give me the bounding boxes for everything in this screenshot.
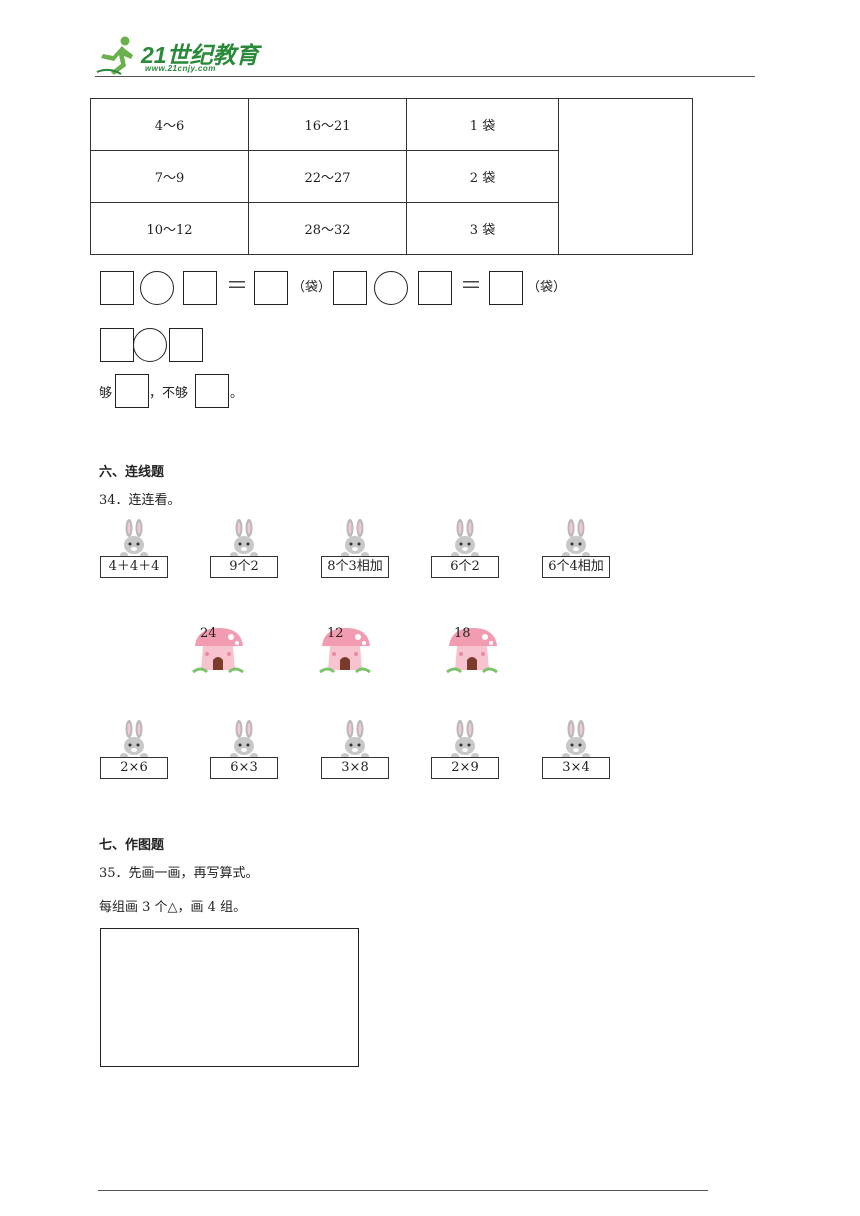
table-cell: 4～6: [90, 98, 249, 151]
expression-card: 2×9: [431, 757, 499, 779]
answer-box[interactable]: [183, 271, 217, 305]
header-divider: [95, 76, 755, 77]
table-cell: 22～27: [248, 150, 407, 203]
bunny-icon: [451, 720, 479, 759]
table-blank-cell: [558, 98, 693, 255]
mushroom-number: 18: [454, 626, 471, 641]
answer-box[interactable]: [333, 271, 367, 305]
expression-card: 6×3: [210, 757, 278, 779]
section-7-title: 七、作图题: [99, 838, 165, 853]
bunny-icon: [341, 720, 369, 759]
expression-card: 3×8: [321, 757, 389, 779]
site-logo: 21世纪教育 www.21cnjy.com: [95, 34, 265, 78]
drawing-instruction: 每组画 3 个△，画 4 组。: [99, 900, 247, 915]
drawing-area[interactable]: [100, 928, 359, 1067]
footer-divider: [98, 1190, 708, 1191]
table-cell: 2 袋: [406, 150, 559, 203]
section-6-title: 六、连线题: [99, 465, 165, 480]
equals-sign: ＝: [226, 274, 249, 299]
bunny-card[interactable]: 2×9: [431, 720, 499, 782]
table-row: 7～9 22～27 2 袋: [90, 150, 693, 203]
table-cell: 1 袋: [406, 98, 559, 151]
bunny-card[interactable]: 3×8: [321, 720, 389, 782]
bunny-card[interactable]: 6个4相加: [542, 519, 610, 581]
brand-name: 21世纪教育: [141, 42, 259, 68]
table-row: 4～6 16～21 1 袋: [90, 98, 693, 255]
runner-logo-icon: [96, 36, 133, 75]
mushroom-house-icon: [319, 628, 371, 674]
answer-box[interactable]: [418, 271, 452, 305]
expression-card: 6个2: [431, 556, 499, 578]
answer-box[interactable]: [100, 271, 134, 305]
mushroom-house[interactable]: 24: [191, 624, 245, 676]
operator-circle[interactable]: [133, 328, 167, 362]
bunny-icon: [562, 720, 590, 759]
table-cell: 7～9: [90, 150, 249, 203]
equals-sign: ＝: [460, 274, 483, 299]
bunny-card[interactable]: 9个2: [210, 519, 278, 581]
enough-label: 够: [99, 386, 113, 401]
unit-label: （袋）: [292, 280, 332, 295]
answer-box[interactable]: [195, 374, 229, 408]
not-enough-label: ，不够: [149, 386, 189, 401]
bunny-card[interactable]: 6个2: [431, 519, 499, 581]
answer-box[interactable]: [169, 328, 203, 362]
mushroom-number: 24: [200, 626, 217, 641]
answer-box[interactable]: [115, 374, 149, 408]
expression-card: 6个4相加: [542, 556, 610, 578]
bunny-icon: [230, 720, 258, 759]
mushroom-house[interactable]: 12: [318, 624, 372, 676]
answer-box[interactable]: [489, 271, 523, 305]
mushroom-number: 12: [327, 626, 344, 641]
end-mark: 。: [230, 386, 244, 401]
table-cell: 10～12: [90, 202, 249, 255]
price-table: 4～6 16～21 1 袋 7～9 22～27 2 袋 10～12 28～32 …: [90, 98, 693, 255]
answer-box[interactable]: [254, 271, 288, 305]
mushroom-house[interactable]: 18: [445, 624, 499, 676]
bunny-icon: [451, 519, 479, 558]
bunny-icon: [230, 519, 258, 558]
unit-label: （袋）: [527, 280, 567, 295]
table-cell: 16～21: [248, 98, 407, 151]
bunny-icon: [341, 519, 369, 558]
expression-card: 8个3相加: [321, 556, 389, 578]
operator-circle[interactable]: [140, 271, 174, 305]
expression-card: 4＋4＋4: [100, 556, 168, 578]
operator-circle[interactable]: [374, 271, 408, 305]
brand-url: www.21cnjy.com: [145, 64, 216, 73]
expression-card: 2×6: [100, 757, 168, 779]
table-cell: 28～32: [248, 202, 407, 255]
bunny-card[interactable]: 6×3: [210, 720, 278, 782]
expression-card: 3×4: [542, 757, 610, 779]
table-row: 10～12 28～32 3 袋: [90, 202, 693, 255]
answer-box[interactable]: [100, 328, 134, 362]
bunny-icon: [562, 519, 590, 558]
bunny-card[interactable]: 2×6: [100, 720, 168, 782]
question-35: 35．先画一画，再写算式。: [99, 866, 259, 881]
mushroom-house-icon: [446, 628, 498, 674]
expression-card: 9个2: [210, 556, 278, 578]
table-cell: 3 袋: [406, 202, 559, 255]
bunny-icon: [120, 720, 148, 759]
bunny-card[interactable]: 3×4: [542, 720, 610, 782]
bunny-card[interactable]: 4＋4＋4: [100, 519, 168, 581]
bunny-card[interactable]: 8个3相加: [321, 519, 389, 581]
mushroom-house-icon: [192, 628, 244, 674]
bunny-icon: [120, 519, 148, 558]
question-34: 34．连连看。: [99, 493, 181, 508]
